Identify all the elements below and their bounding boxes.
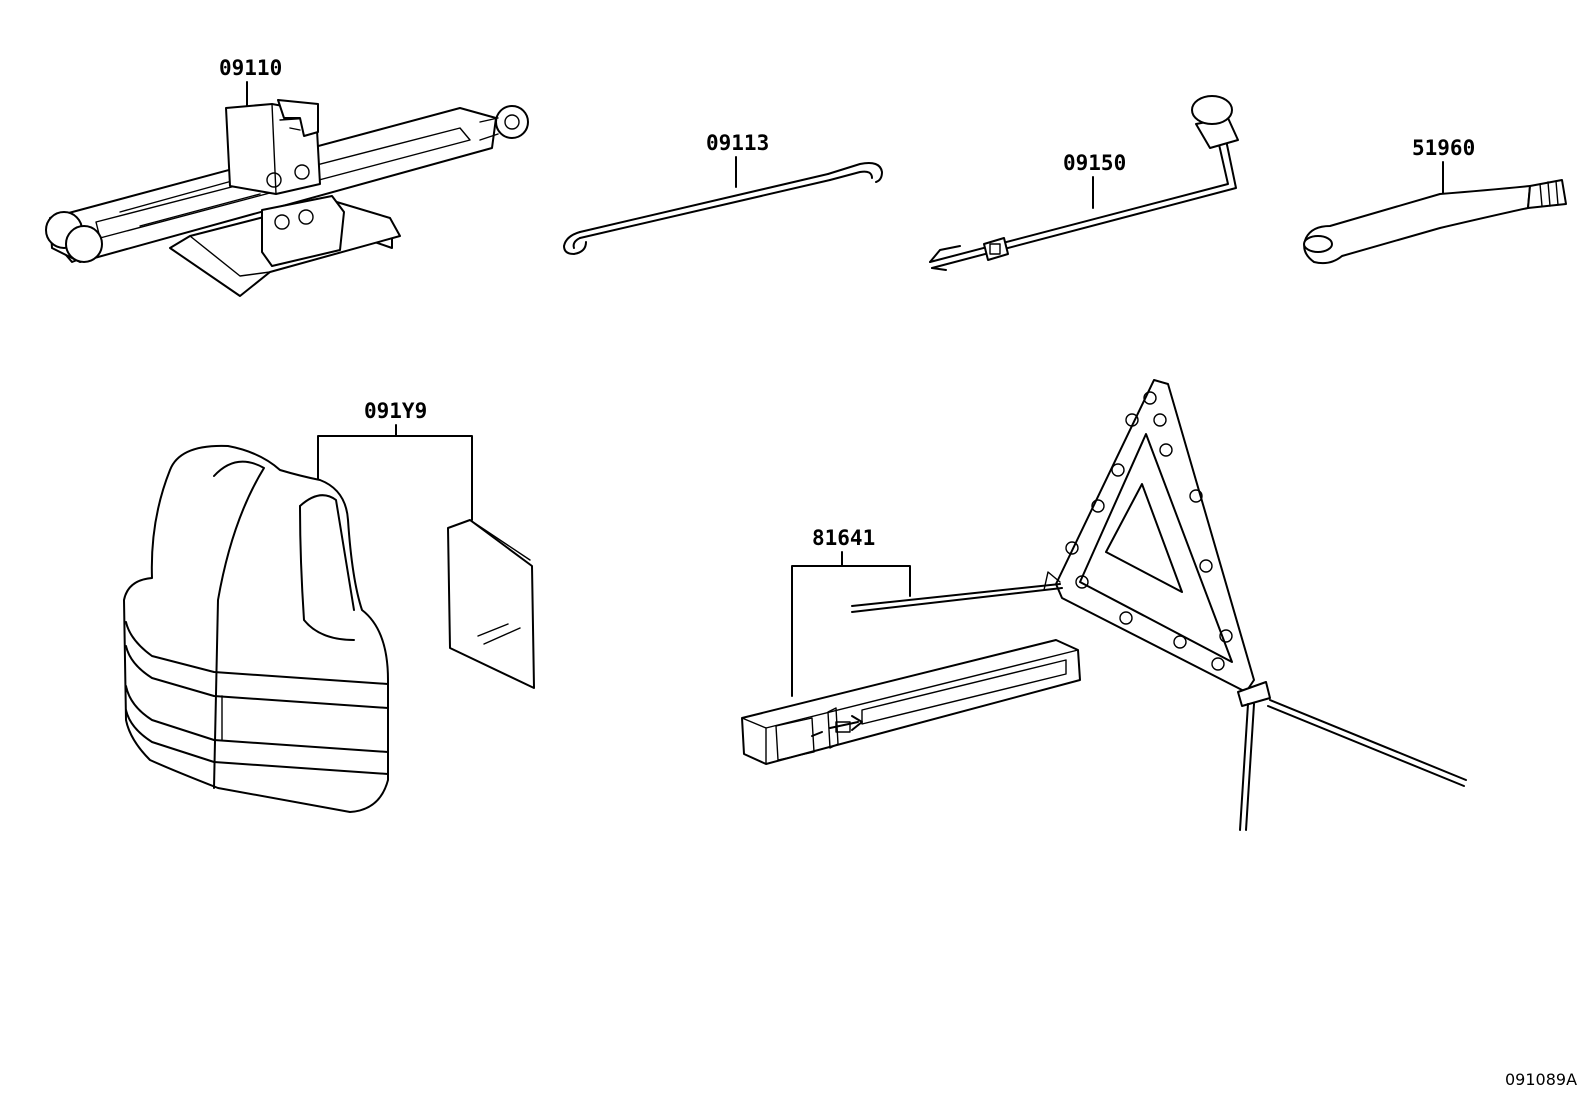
towing-eye-illustration: 51960 bbox=[1303, 136, 1567, 265]
scissor-jack-illustration: 09110 bbox=[45, 56, 529, 297]
warning-triangle-illustration: 81641 bbox=[741, 379, 1467, 831]
leader-line-safety-vest bbox=[317, 424, 473, 521]
safety-vest-illustration: 091Y9 bbox=[123, 399, 535, 813]
part-label-warning-triangle: 81641 bbox=[812, 526, 875, 550]
part-label-wheel-wrench: 09150 bbox=[1063, 151, 1126, 175]
part-label-towing-eye: 51960 bbox=[1412, 136, 1475, 160]
part-label-safety-vest: 091Y9 bbox=[364, 399, 427, 423]
illustration-code: 091089A bbox=[1505, 1070, 1577, 1089]
jack-handle-illustration: 09113 bbox=[563, 131, 883, 255]
leader-line-warning-triangle bbox=[791, 551, 911, 697]
part-label-jack: 09110 bbox=[219, 56, 282, 80]
wheel-wrench-illustration: 09150 bbox=[929, 95, 1239, 271]
part-label-jack-handle: 09113 bbox=[706, 131, 769, 155]
